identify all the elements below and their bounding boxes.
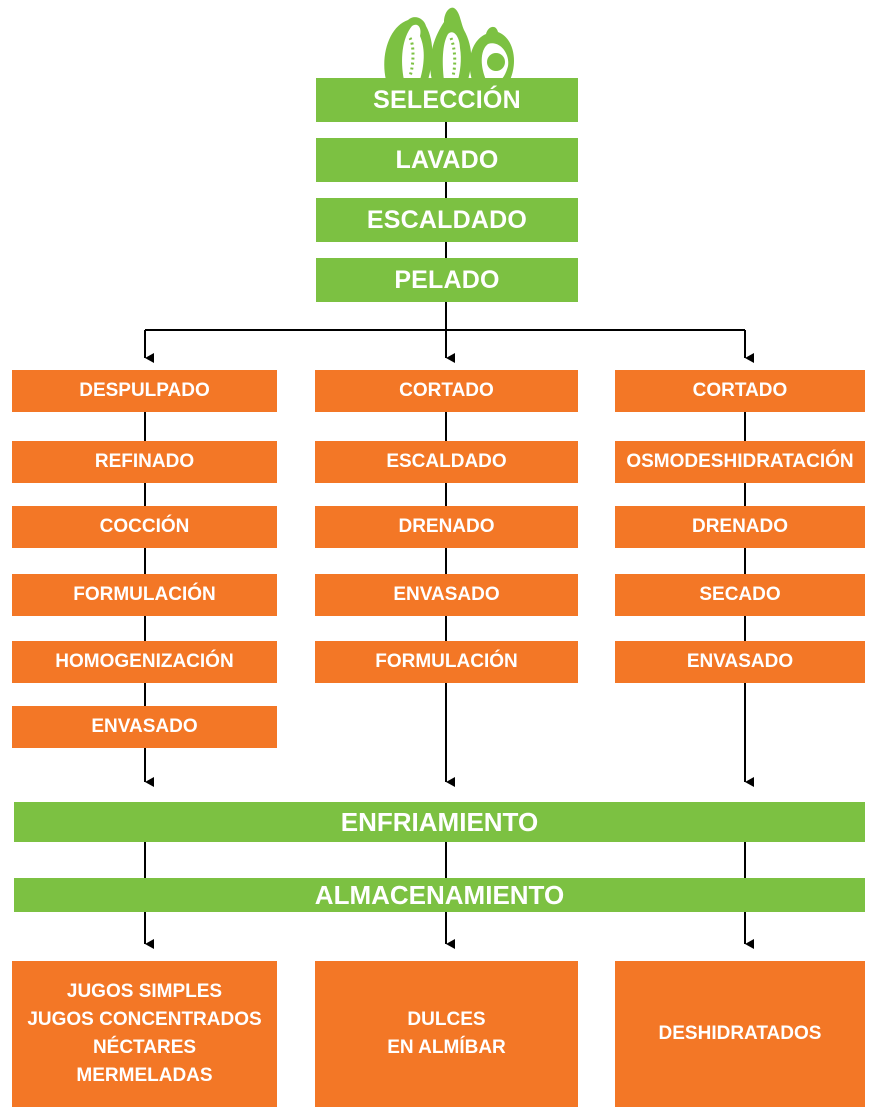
col3-step-envasado: ENVASADO [615,641,865,683]
step-enfriamiento: ENFRIAMIENTO [14,802,865,842]
col2-step-escaldado: ESCALDADO [315,441,578,483]
step-escaldado: ESCALDADO [316,198,578,242]
col1-step-homogenizacion: HOMOGENIZACIÓN [12,641,277,683]
product-line: JUGOS SIMPLES [66,981,223,1002]
product-line: EN ALMÍBAR [387,1037,506,1058]
col3-step-drenado: DRENADO [615,506,865,548]
col3-step-osmodeshidratacion: OSMODESHIDRATACIÓN [615,441,865,483]
col1-step-formulacion: FORMULACIÓN [12,574,277,616]
col2-step-formulacion: FORMULACIÓN [315,641,578,683]
product-dulces-almibar: DULCES EN ALMÍBAR [315,961,578,1107]
step-almacenamiento: ALMACENAMIENTO [14,878,865,912]
product-line: DESHIDRATADOS [658,1023,822,1044]
step-lavado: LAVADO [316,138,578,182]
col1-step-envasado: ENVASADO [12,706,277,748]
product-line: DULCES [407,1009,486,1030]
product-line: JUGOS CONCENTRADOS [27,1009,262,1030]
col3-step-cortado: CORTADO [615,370,865,412]
col3-step-secado: SECADO [615,574,865,616]
col1-step-despulpado: DESPULPADO [12,370,277,412]
col2-step-drenado: DRENADO [315,506,578,548]
guava-fruits-icon [384,7,514,80]
col2-step-envasado: ENVASADO [315,574,578,616]
step-pelado: PELADO [316,258,578,302]
col2-step-cortado: CORTADO [315,370,578,412]
product-line: MERMELADAS [76,1065,213,1086]
col1-step-coccion: COCCIÓN [12,506,277,548]
product-jugos-mermeladas: JUGOS SIMPLES JUGOS CONCENTRADOS NÉCTARE… [12,961,277,1107]
product-deshidratados: DESHIDRATADOS [615,961,865,1107]
step-seleccion: SELECCIÓN [316,78,578,122]
col1-step-refinado: REFINADO [12,441,277,483]
product-line: NÉCTARES [92,1037,197,1058]
